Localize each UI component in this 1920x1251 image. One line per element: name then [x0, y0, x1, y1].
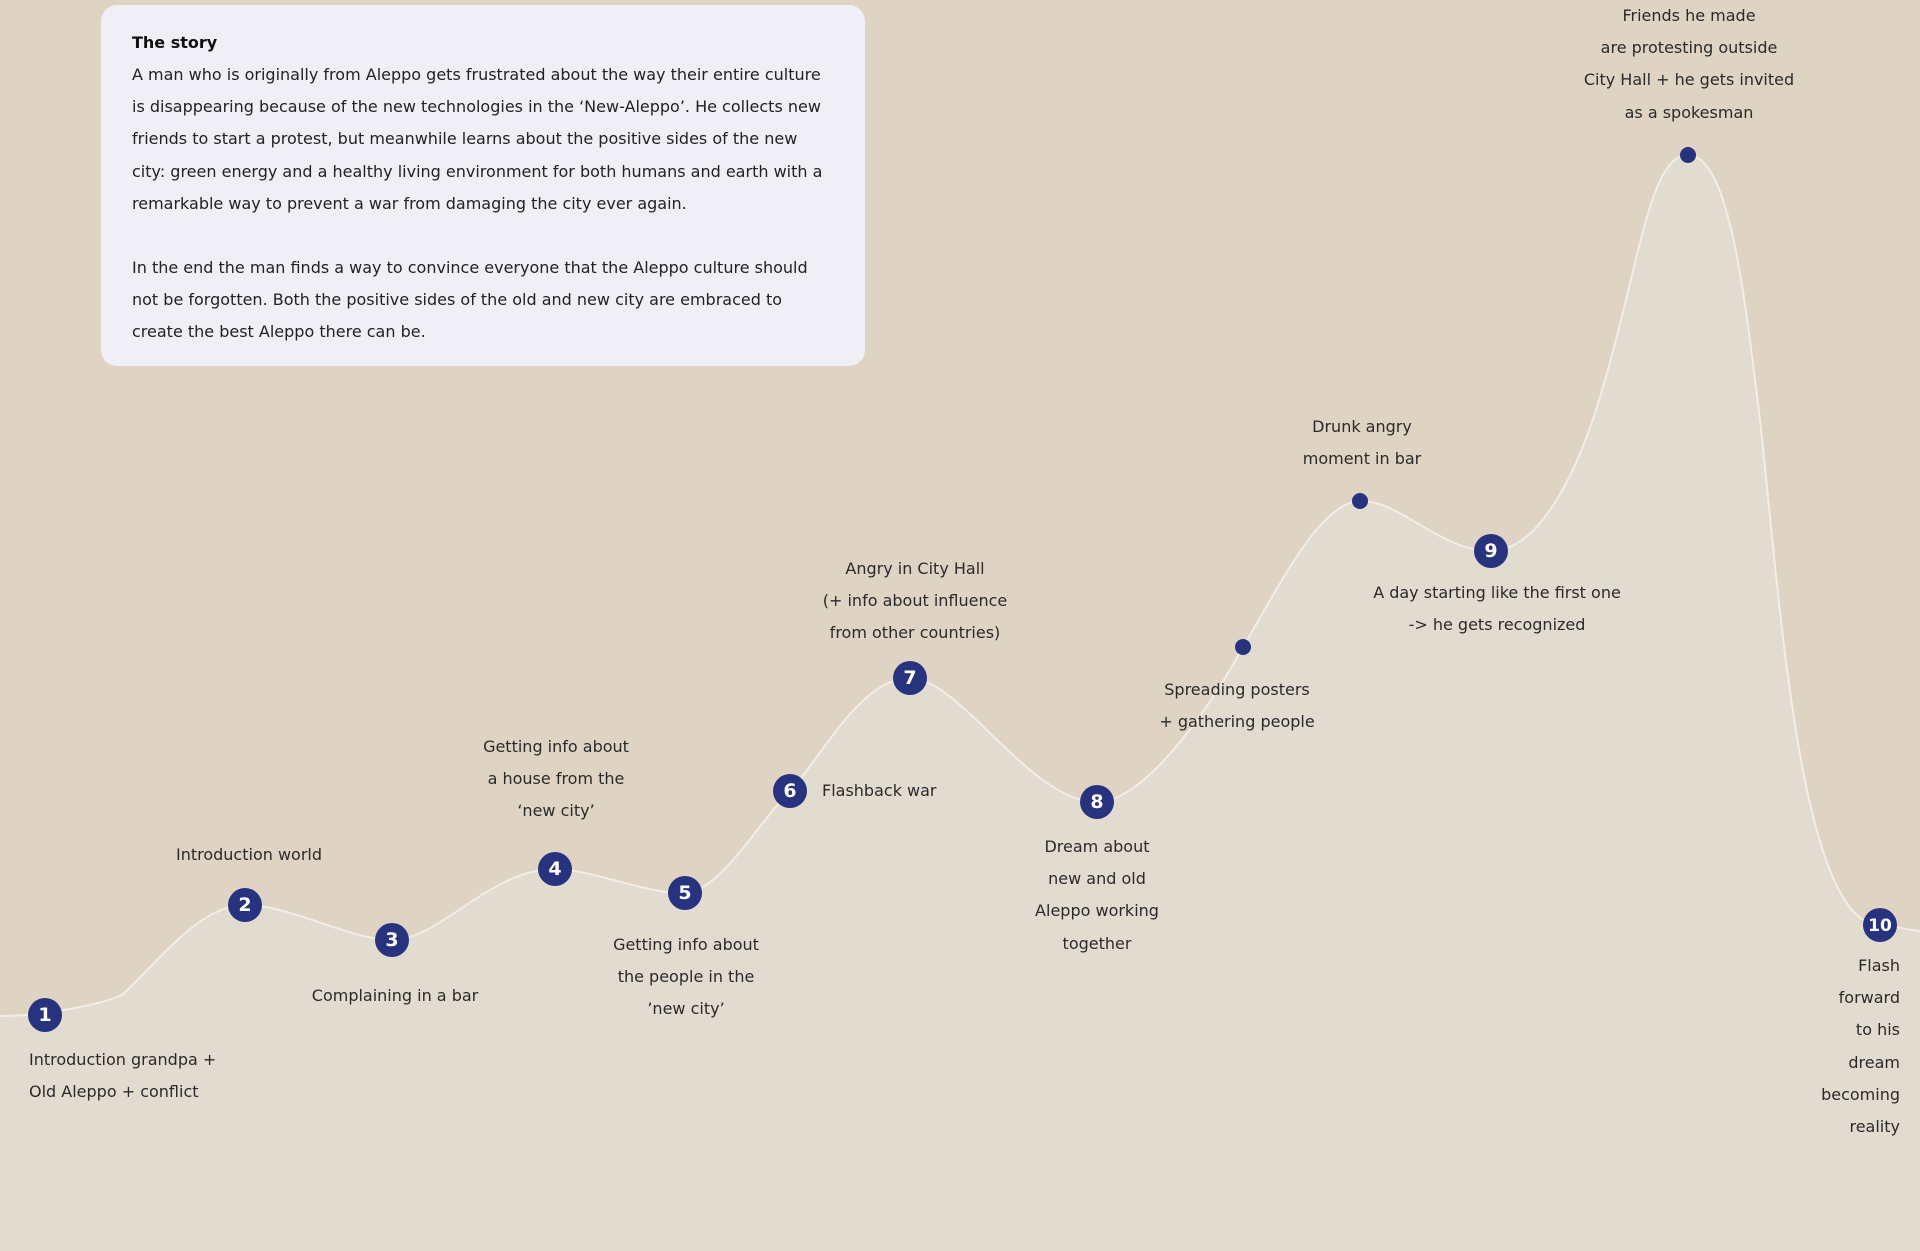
beat-label-7: Angry in City Hall (+ info about influen… — [822, 559, 1008, 643]
beat-label-4: Getting info about a house from the ‘new… — [483, 737, 629, 821]
beat-label-1: Introduction grandpa + Old Aleppo + conf… — [29, 1050, 217, 1102]
story-card: The story A man who is originally from A… — [101, 5, 865, 366]
beat-label-posters: Spreading posters + gathering people — [1159, 680, 1315, 732]
beat-marker-6 — [773, 774, 807, 808]
beat-marker-4 — [538, 852, 572, 886]
beat-label-8: Dream about new and old Aleppo working t… — [1035, 837, 1159, 953]
beat-marker-5 — [668, 876, 702, 910]
beat-number-5: 5 — [678, 882, 691, 904]
beat-marker-point-9 — [1352, 493, 1368, 509]
beat-label-2: Introduction world — [175, 845, 323, 864]
story-arc-area — [0, 155, 1920, 1251]
story-paragraph-1: A man who is originally from Aleppo gets… — [132, 65, 823, 213]
beat-number-7: 7 — [903, 667, 916, 689]
story-beat-markers: 1 2 3 4 5 6 7 8 9 10 — [28, 147, 1897, 1032]
beat-marker-point-8 — [1235, 639, 1251, 655]
beat-marker-3 — [375, 923, 409, 957]
beat-number-4: 4 — [548, 858, 561, 880]
beat-number-8: 8 — [1090, 791, 1103, 813]
beat-number-3: 3 — [385, 929, 398, 951]
beat-marker-10 — [1863, 908, 1897, 942]
beat-marker-7 — [893, 661, 927, 695]
beat-label-6: Flashback war — [822, 781, 937, 800]
story-paragraph-2: In the end the man finds a way to convin… — [132, 258, 808, 342]
beat-marker-2 — [228, 888, 262, 922]
beat-label-10: Flash forward to his dream becoming real… — [1821, 956, 1900, 1137]
beat-marker-9 — [1474, 534, 1508, 568]
beat-label-5: Getting info about the people in the ’ne… — [613, 935, 759, 1019]
beat-number-6: 6 — [783, 780, 796, 802]
beat-label-9: A day starting like the first one -> he … — [1373, 583, 1621, 635]
beat-marker-8 — [1080, 785, 1114, 819]
beat-label-drunk: Drunk angry moment in bar — [1302, 417, 1422, 469]
beat-number-2: 2 — [238, 894, 251, 916]
story-title: The story — [132, 33, 218, 52]
beat-number-9: 9 — [1484, 540, 1497, 562]
beat-label-protest: Friends he made are protesting outside C… — [1583, 6, 1795, 122]
beat-marker-point-11 — [1680, 147, 1696, 163]
beat-number-10: 10 — [1868, 916, 1892, 936]
beat-number-1: 1 — [38, 1004, 51, 1026]
beat-label-3: Complaining in a bar — [311, 986, 479, 1005]
beat-marker-1 — [28, 998, 62, 1032]
